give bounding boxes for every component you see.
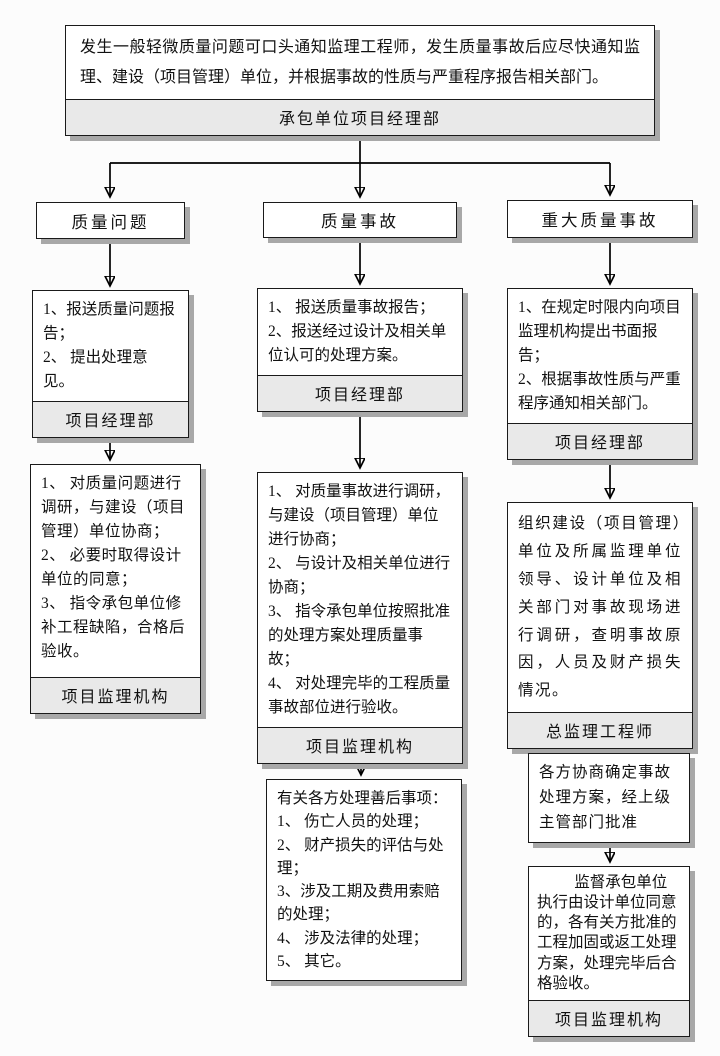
step-heading: 有关各方处理善后事项： <box>277 790 448 807</box>
actor-band: 总监理工程师 <box>508 712 692 749</box>
category-label: 质量事故 <box>321 212 399 231</box>
category-quality-accident: 质量事故 <box>263 202 457 238</box>
step-item: 2、 财产损失的评估与处理； <box>277 836 444 877</box>
middle-step2-node: 1、 对质量事故进行调研，与建设（项目管理）单位进行协商； 2、 与设计及相关单… <box>257 472 463 765</box>
step-item: 1、在规定时限内向项目监理机构提出书面报告； <box>518 299 681 365</box>
step-item: 3、涉及工期及费用索赔的处理； <box>277 883 440 924</box>
step-item: 1、报送质量问题报告； <box>43 301 175 343</box>
actor-band: 项目经理部 <box>33 401 188 438</box>
step-item: 1、 对质量事故进行调研，与建设（项目管理）单位进行协商； <box>268 483 451 549</box>
actor-band: 项目监理机构 <box>31 677 200 713</box>
step-body: 监督承包单位执行由设计单位同意的，各有关方批准的工程加固或返工处理方案，处理完毕… <box>529 867 689 1000</box>
step-body: 1、报送质量问题报告； 2、 提出处理意见。 <box>33 291 188 401</box>
step-body: 组织建设（项目管理）单位及所属监理单位领导、设计单位及相关部门对事故现场进行调研… <box>518 515 682 700</box>
actor-band: 项目经理部 <box>508 423 692 460</box>
step-item: 1、 对质量问题进行调研，与建设（项目管理）单位协商； <box>41 475 186 541</box>
start-node: 发生一般轻微质量问题可口头通知监理工程师，发生质量事故后应尽快通知监理、建设（项… <box>65 25 655 137</box>
step-body: 1、 对质量事故进行调研，与建设（项目管理）单位进行协商； 2、 与设计及相关单… <box>258 473 462 727</box>
actor-band: 项目监理机构 <box>529 999 689 1036</box>
step-item: 1、 报送质量事故报告； <box>268 299 435 316</box>
middle-step3-node: 有关各方处理善后事项： 1、 伤亡人员的处理； 2、 财产损失的评估与处理； 3… <box>266 779 462 981</box>
actor-band: 项目监理机构 <box>258 727 462 764</box>
right-step4-node: 监督承包单位执行由设计单位同意的，各有关方批准的工程加固或返工处理方案，处理完毕… <box>528 866 690 1037</box>
step-item: 4、 对处理完毕的工程质量事故部位进行验收。 <box>268 675 451 717</box>
right-step1-node: 1、在规定时限内向项目监理机构提出书面报告； 2、根据事故性质与严重程序通知相关… <box>507 288 693 461</box>
step-item: 4、 涉及法律的处理； <box>277 929 429 947</box>
step-body: 1、在规定时限内向项目监理机构提出书面报告； 2、根据事故性质与严重程序通知相关… <box>508 289 692 423</box>
start-text: 发生一般轻微质量问题可口头通知监理工程师，发生质量事故后应尽快通知监理、建设（项… <box>80 39 640 86</box>
category-label: 重大质量事故 <box>541 211 659 230</box>
left-step1-node: 1、报送质量问题报告； 2、 提出处理意见。 项目经理部 <box>32 290 189 439</box>
step-item: 3、 指令承包单位按照批准的处理方案处理质量事故； <box>268 603 451 669</box>
step-body: 各方协商确定事故处理方案，经上级主管部门批准 <box>539 764 672 831</box>
right-step3-node: 各方协商确定事故处理方案，经上级主管部门批准 <box>528 753 690 844</box>
start-actor: 承包单位项目经理部 <box>66 99 654 136</box>
category-quality-problem: 质量问题 <box>36 202 185 239</box>
actor-band: 项目经理部 <box>258 375 462 412</box>
category-major-quality-accident: 重大质量事故 <box>507 200 693 238</box>
step-body: 1、 报送质量事故报告； 2、报送经过设计及相关单位认可的处理方案。 <box>258 289 462 375</box>
left-step2-node: 1、 对质量问题进行调研，与建设（项目管理）单位协商； 2、 必要时取得设计单位… <box>30 464 201 714</box>
step-item: 2、 与设计及相关单位进行协商； <box>268 555 451 597</box>
step-item: 3、 指令承包单位修补工程缺陷，合格后验收。 <box>41 595 186 661</box>
right-step2-node: 组织建设（项目管理）单位及所属监理单位领导、设计单位及相关部门对事故现场进行调研… <box>507 502 693 750</box>
step-item: 2、报送经过设计及相关单位认可的处理方案。 <box>268 323 447 365</box>
category-label: 质量问题 <box>71 212 150 232</box>
step-text: 监督承包单位执行由设计单位同意的，各有关方批准的工程加固或返工处理方案，处理完毕… <box>537 874 677 992</box>
step-body: 1、 对质量问题进行调研，与建设（项目管理）单位协商； 2、 必要时取得设计单位… <box>31 465 200 677</box>
step-item: 1、 伤亡人员的处理； <box>277 813 429 831</box>
step-body: 有关各方处理善后事项： 1、 伤亡人员的处理； 2、 财产损失的评估与处理； 3… <box>267 780 461 980</box>
middle-step1-node: 1、 报送质量事故报告； 2、报送经过设计及相关单位认可的处理方案。 项目经理部 <box>257 288 463 413</box>
step-item: 2、 必要时取得设计单位的同意； <box>41 547 182 589</box>
step-item: 2、根据事故性质与严重程序通知相关部门。 <box>518 371 681 413</box>
step-item: 2、 提出处理意见。 <box>43 349 148 391</box>
step-item: 5、 其它。 <box>277 952 351 970</box>
